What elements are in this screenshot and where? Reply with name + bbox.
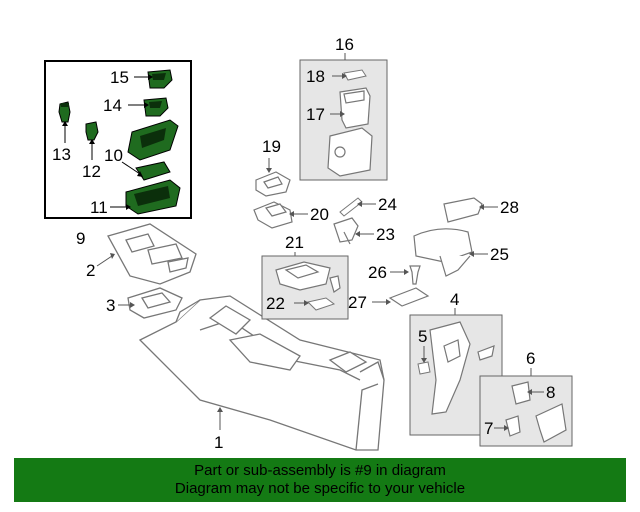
callout-15: 15 (110, 68, 129, 87)
part-3-shape[interactable] (127, 287, 183, 319)
info-banner-line-1: Part or sub-assembly is #9 in diagram (194, 462, 446, 479)
callout-23: 23 (376, 225, 395, 244)
callout-14: 14 (103, 96, 122, 115)
part-28-shape[interactable] (443, 197, 483, 223)
part-5-shape[interactable] (417, 361, 431, 375)
callout-13: 13 (52, 145, 71, 164)
callout-18: 18 (306, 67, 325, 86)
part-24-shape[interactable] (339, 197, 363, 217)
callout-21: 21 (285, 233, 304, 252)
callout-20: 20 (310, 205, 329, 224)
part-17-shape[interactable] (339, 87, 371, 129)
callout-2: 2 (86, 261, 95, 280)
callout-17: 17 (306, 105, 325, 124)
callout-26: 26 (368, 263, 387, 282)
part-13-shape[interactable] (58, 101, 71, 123)
part-12-shape[interactable] (85, 121, 99, 141)
callout-10: 10 (104, 146, 123, 165)
part-18-shape[interactable] (343, 69, 367, 81)
callout-5: 5 (418, 327, 427, 346)
callout-16: 16 (335, 35, 354, 54)
callout-19: 19 (262, 137, 281, 156)
part-21-shape[interactable] (275, 261, 341, 293)
part-25-shape[interactable] (413, 228, 473, 277)
part-8-shape[interactable] (511, 381, 531, 405)
callout-24: 24 (378, 195, 397, 214)
part-2-shape[interactable] (107, 223, 197, 285)
callout-9: 9 (76, 229, 85, 248)
callout-3: 3 (106, 296, 115, 315)
info-banner: Part or sub-assembly is #9 in diagram Di… (14, 458, 626, 502)
part-1-shape[interactable] (138, 295, 385, 451)
part-7-shape[interactable] (505, 415, 521, 437)
callout-8: 8 (546, 383, 555, 402)
callout-6: 6 (526, 349, 535, 368)
parts-diagram: 15 14 13 12 10 11 9 2 3 1 16 18 (44, 35, 573, 452)
part-14-shape[interactable] (143, 97, 169, 117)
info-banner-line-2: Diagram may not be specific to your vehi… (174, 480, 466, 497)
part-26-shape[interactable] (409, 265, 421, 285)
callout-25: 25 (490, 245, 509, 264)
part-22-shape[interactable] (307, 297, 336, 311)
part-15-shape[interactable] (147, 69, 173, 89)
part-23-shape[interactable] (333, 217, 359, 245)
callout-28: 28 (500, 198, 519, 217)
callout-4: 4 (450, 290, 459, 309)
callout-12: 12 (82, 162, 101, 181)
part-10-shape[interactable] (127, 119, 179, 181)
part-16-cup-shape[interactable] (327, 127, 373, 177)
part-19-shape[interactable] (255, 171, 291, 197)
callout-11: 11 (90, 198, 108, 217)
callout-1: 1 (214, 433, 223, 452)
callout-7: 7 (484, 419, 493, 438)
callout-27: 27 (348, 293, 367, 312)
part-27-shape[interactable] (388, 287, 430, 307)
part-20-shape[interactable] (253, 201, 293, 229)
part-6-shape[interactable] (535, 403, 567, 443)
callout-22: 22 (266, 294, 285, 313)
part-4-shape[interactable] (429, 321, 495, 415)
